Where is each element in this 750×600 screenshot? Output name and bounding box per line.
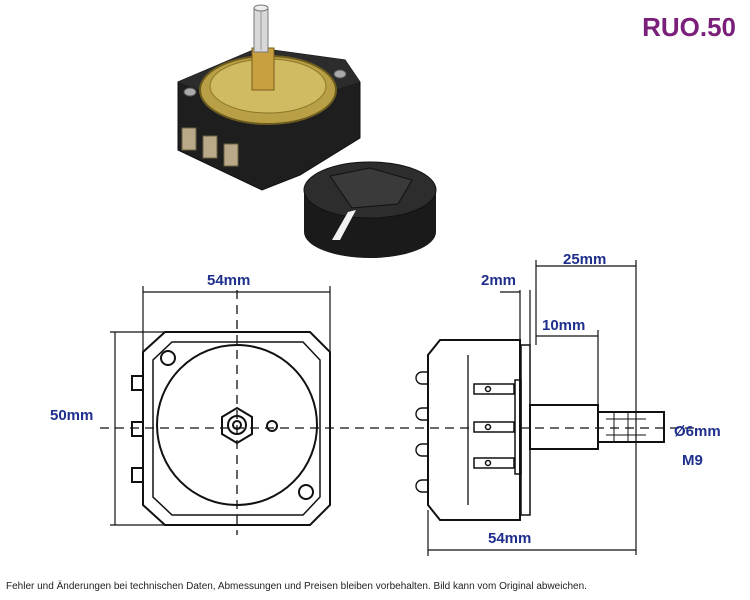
- side-depth-label: 54mm: [488, 530, 532, 547]
- centerlines: [100, 290, 700, 535]
- shaft-diameter-label: Ø6mm: [674, 423, 721, 440]
- thread-label: M9: [682, 452, 703, 469]
- side-terminals: [473, 383, 515, 469]
- front-width-label: 54mm: [207, 272, 251, 289]
- flange-label: 2mm: [481, 272, 517, 289]
- switch-photo: [177, 4, 361, 191]
- side-view: [415, 339, 665, 521]
- shaft-flat-label: 10mm: [542, 317, 586, 334]
- front-dimension-lines: [110, 286, 331, 526]
- side-dimension-lines: [427, 260, 637, 556]
- model-title: RUO.50: [642, 12, 736, 42]
- knob-photo: [303, 161, 437, 258]
- disclaimer-footer: Fehler und Änderungen bei technischen Da…: [6, 581, 587, 592]
- shaft-total-label: 25mm: [563, 251, 607, 268]
- front-height-label: 50mm: [50, 407, 94, 424]
